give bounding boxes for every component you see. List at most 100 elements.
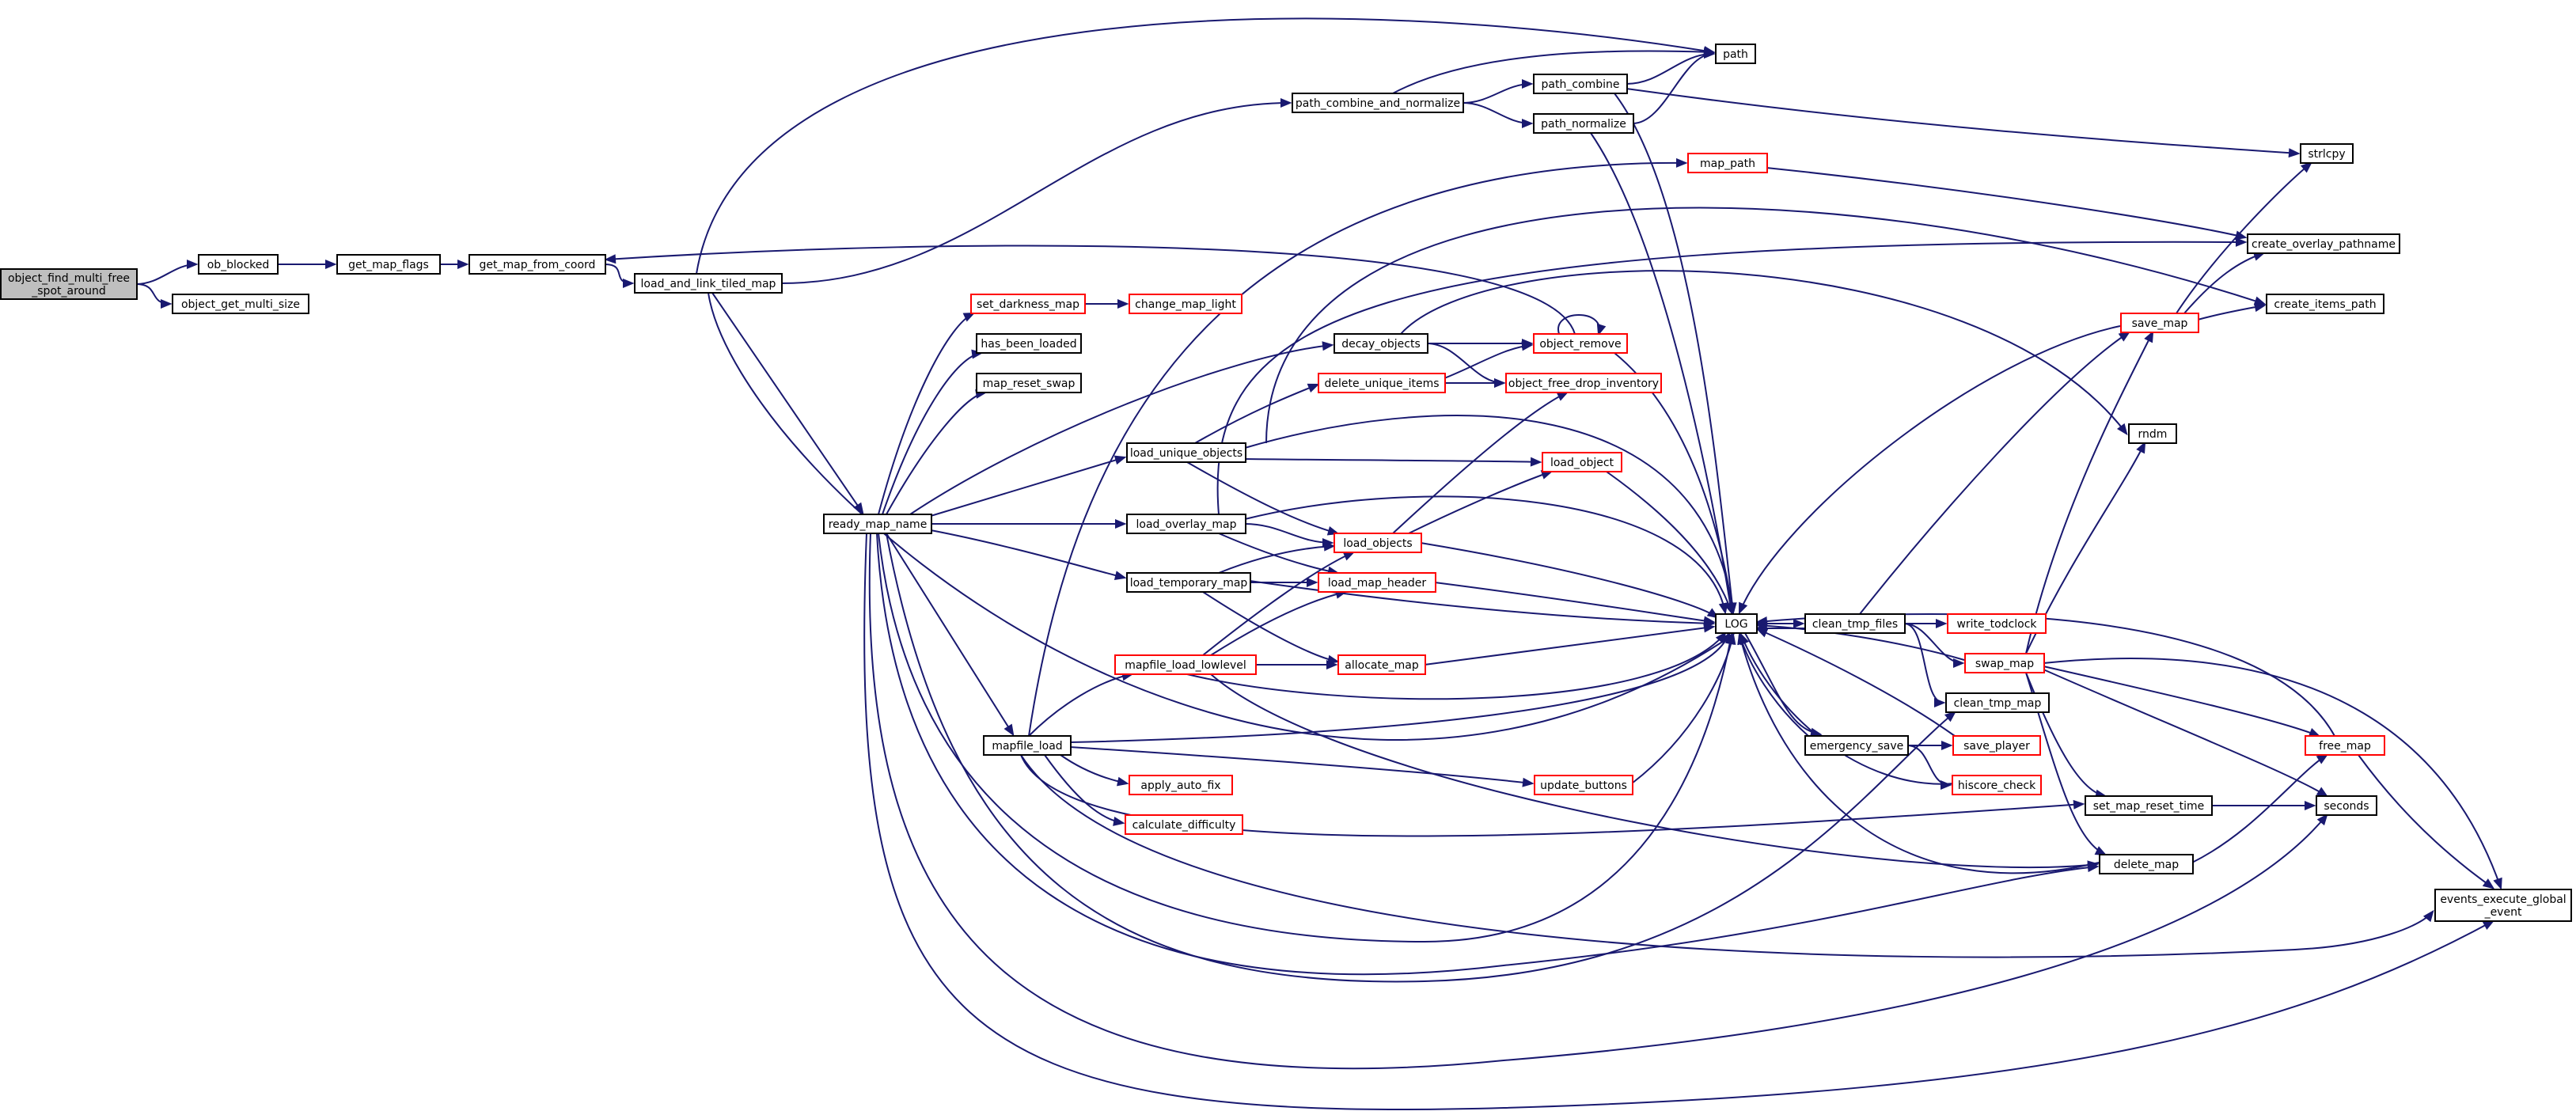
edge-mapfile_load-to-calculate_difficulty	[1044, 754, 1125, 826]
node-delete-map[interactable]: delete_map	[2099, 854, 2194, 874]
node-root[interactable]: object_find_multi_free_spot_around	[0, 268, 138, 300]
edge-load_unique_objects-to-load_object	[1244, 457, 1542, 467]
node-object-free-drop-inventory[interactable]: object_free_drop_inventory	[1505, 373, 1662, 393]
edge-arrowhead	[1530, 457, 1542, 467]
node-clean-tmp-files[interactable]: clean_tmp_files	[1804, 613, 1906, 634]
edge-arrowhead	[1936, 619, 1948, 628]
node-LOG[interactable]: LOG	[1715, 613, 1758, 634]
node-box	[0, 268, 138, 300]
node-events-execute-global-event[interactable]: events_execute_global_event	[2434, 889, 2572, 922]
node-emergency-save[interactable]: emergency_save	[1804, 735, 1909, 756]
edge-arrowhead	[1522, 119, 1534, 128]
edge-arrowhead	[1117, 299, 1129, 309]
node-ready-map-name[interactable]: ready_map_name	[823, 514, 932, 534]
edge-line	[1020, 754, 2434, 958]
node-label: get_map_flags	[348, 259, 429, 271]
node-apply-auto-fix[interactable]: apply_auto_fix	[1129, 775, 1233, 795]
node-mapfile-load-lowlevel[interactable]: mapfile_load_lowlevel	[1114, 654, 1257, 675]
edge-mapfile_load-to-map_path	[1028, 157, 1688, 737]
node-path-combine-and-normalize[interactable]: path_combine_and_normalize	[1292, 93, 1464, 113]
edge-arrowhead	[1755, 616, 1768, 626]
node-label: save_map	[2132, 317, 2188, 330]
node-box	[1505, 373, 1662, 393]
node-label: create_overlay_pathname	[2252, 238, 2396, 251]
node-load-objects[interactable]: load_objects	[1334, 533, 1422, 553]
node-set-darkness-map[interactable]: set_darkness_map	[970, 294, 1086, 314]
node-load-unique-objects[interactable]: load_unique_objects	[1126, 442, 1246, 463]
edge-arrowhead	[2316, 787, 2329, 798]
node-box	[2085, 795, 2213, 816]
node-map-reset-swap[interactable]: map_reset_swap	[976, 373, 1082, 393]
node-load-overlay-map[interactable]: load_overlay_map	[1126, 514, 1246, 534]
edge-arrowhead	[1703, 623, 1716, 633]
node-rndm[interactable]: rndm	[2128, 423, 2177, 444]
edge-ready_map_name-to-has_been_loaded	[882, 349, 984, 515]
node-save-map[interactable]: save_map	[2120, 313, 2199, 333]
node-label: swap_map	[1975, 658, 2034, 670]
edge-line	[135, 283, 171, 305]
node-object-get-multi-size[interactable]: object_get_multi_size	[172, 294, 309, 314]
node-load-map-header[interactable]: load_map_header	[1318, 572, 1436, 593]
edge-line	[1632, 53, 1714, 124]
node-path[interactable]: path	[1715, 44, 1756, 64]
edge-arrowhead	[1307, 383, 1320, 393]
node-label: save_player	[1963, 740, 2030, 753]
node-change-map-light[interactable]: change_map_light	[1129, 294, 1242, 314]
edge-arrowhead	[1596, 323, 1607, 336]
node-map-path[interactable]: map_path	[1687, 153, 1768, 173]
edge-arrowhead	[1322, 341, 1334, 351]
node-label: path_combine	[1542, 78, 1620, 91]
node-allocate-map[interactable]: allocate_map	[1337, 654, 1426, 675]
edge-line	[909, 344, 1333, 515]
node-save-player[interactable]: save_player	[1952, 735, 2041, 756]
edge-load_overlay_map-to-create_overlay_pathname	[1216, 237, 2248, 515]
edge-arrowhead	[1342, 551, 1356, 561]
node-decay-objects[interactable]: decay_objects	[1334, 333, 1428, 354]
edge-arrowhead	[1113, 817, 1125, 826]
node-label: _spot_around	[31, 285, 105, 298]
node-update-buttons[interactable]: update_buttons	[1534, 775, 1633, 795]
node-box	[1533, 74, 1628, 94]
node-path-normalize[interactable]: path_normalize	[1533, 113, 1634, 134]
node-has-been-loaded[interactable]: has_been_loaded	[976, 333, 1082, 354]
edge-path_combine-to-path	[1626, 49, 1716, 85]
edge-line	[605, 245, 1576, 335]
node-label: mapfile_load	[992, 740, 1062, 753]
node-box	[1129, 294, 1242, 314]
node-delete-unique-items[interactable]: delete_unique_items	[1318, 373, 1446, 393]
node-calculate-difficulty[interactable]: calculate_difficulty	[1125, 814, 1243, 835]
edge-decay_objects-to-object_remove	[1427, 339, 1534, 348]
node-label: object_free_drop_inventory	[1508, 377, 1659, 390]
node-get-map-from-coord[interactable]: get_map_from_coord	[469, 254, 606, 275]
node-create-overlay-pathname[interactable]: create_overlay_pathname	[2247, 233, 2400, 254]
node-create-items-path[interactable]: create_items_path	[2266, 294, 2384, 314]
node-box	[1533, 333, 1628, 354]
node-box	[1687, 153, 1768, 173]
node-load-temporary-map[interactable]: load_temporary_map	[1126, 572, 1251, 593]
node-get-map-flags[interactable]: get_map_flags	[336, 254, 441, 275]
node-box	[1125, 814, 1243, 835]
node-object-remove[interactable]: object_remove	[1533, 333, 1628, 354]
node-path-combine[interactable]: path_combine	[1533, 74, 1628, 94]
edge-line	[886, 533, 1014, 735]
node-free-map[interactable]: free_map	[2305, 735, 2385, 756]
node-swap-map[interactable]: swap_map	[1964, 653, 2045, 673]
edge-load_temporary_map-to-allocate_map	[1202, 591, 1340, 665]
edge-line	[1069, 746, 1533, 784]
edge-load_and_link_tiled_map-to-path_combine_and_normalize	[780, 98, 1292, 284]
node-load-and-link-tiled-map[interactable]: load_and_link_tiled_map	[634, 273, 783, 294]
edge-ready_map_name-to-set_darkness_map	[878, 312, 976, 515]
edge-load_objects-to-object_free_drop_inventory	[1392, 391, 1569, 534]
node-ob-blocked[interactable]: ob_blocked	[198, 254, 279, 275]
node-seconds[interactable]: seconds	[2316, 795, 2377, 816]
node-hiscore-check[interactable]: hiscore_check	[1952, 775, 2042, 795]
node-clean-tmp-map[interactable]: clean_tmp_map	[1945, 692, 2050, 713]
node-box	[2266, 294, 2384, 314]
edge-line	[1757, 628, 1956, 737]
node-box	[1947, 613, 2047, 634]
node-set-map-reset-time[interactable]: set_map_reset_time	[2085, 795, 2213, 816]
node-strlcpy[interactable]: strlcpy	[2300, 143, 2354, 164]
node-mapfile-load[interactable]: mapfile_load	[983, 735, 1072, 756]
node-write-todclock[interactable]: write_todclock	[1947, 613, 2047, 634]
node-load-object[interactable]: load_object	[1542, 452, 1622, 472]
